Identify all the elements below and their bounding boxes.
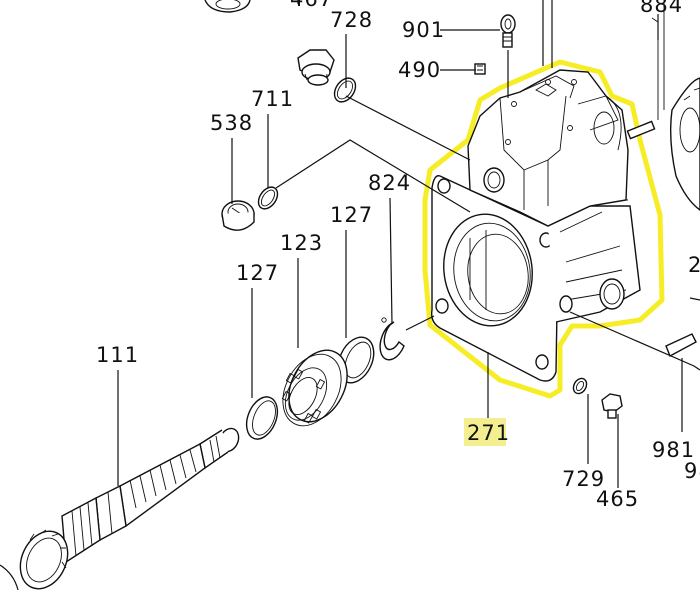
label-728: 728	[330, 8, 373, 32]
label-824: 824	[368, 171, 411, 195]
oring-728	[333, 77, 357, 103]
label-901: 901	[402, 18, 445, 42]
label-127-lower: 127	[236, 261, 279, 285]
ring-127-lower	[245, 396, 279, 440]
label-490: 490	[398, 58, 441, 82]
label-729: 729	[562, 467, 605, 491]
label-981: 981	[652, 438, 695, 462]
label-highlight-271	[464, 418, 506, 446]
bearing-123	[281, 349, 348, 427]
part-467-partial	[204, 0, 251, 13]
label-465: 465	[596, 487, 639, 511]
adjacent-assembly-right	[542, 0, 700, 211]
label-711: 711	[251, 87, 294, 111]
eyebolt-901	[500, 14, 516, 48]
leader-lines	[117, 0, 700, 488]
part-labels: 467 728 901 884 490 711 538 824 127 123 …	[96, 0, 700, 511]
shaft-111	[19, 427, 240, 590]
highlight-outline-271	[422, 59, 665, 399]
plug-538	[221, 200, 255, 231]
oring-711	[257, 186, 279, 210]
label-467: 467	[290, 0, 333, 11]
label-538: 538	[210, 111, 253, 135]
oring-729	[572, 377, 588, 395]
label-123: 123	[280, 231, 323, 255]
plug-part	[297, 49, 335, 86]
housing-271	[430, 69, 641, 382]
label-98x: 98	[684, 459, 700, 483]
nameplate-981	[665, 333, 697, 357]
partial-arc-bottom-left	[0, 564, 19, 591]
plug-465	[601, 393, 623, 419]
label-111: 111	[96, 343, 139, 367]
label-271: 271	[467, 421, 510, 445]
snapring-824	[379, 317, 405, 361]
plug-490	[474, 63, 486, 75]
label-2x: 2	[688, 253, 700, 277]
label-884: 884	[640, 0, 683, 17]
label-127-upper: 127	[330, 203, 373, 227]
